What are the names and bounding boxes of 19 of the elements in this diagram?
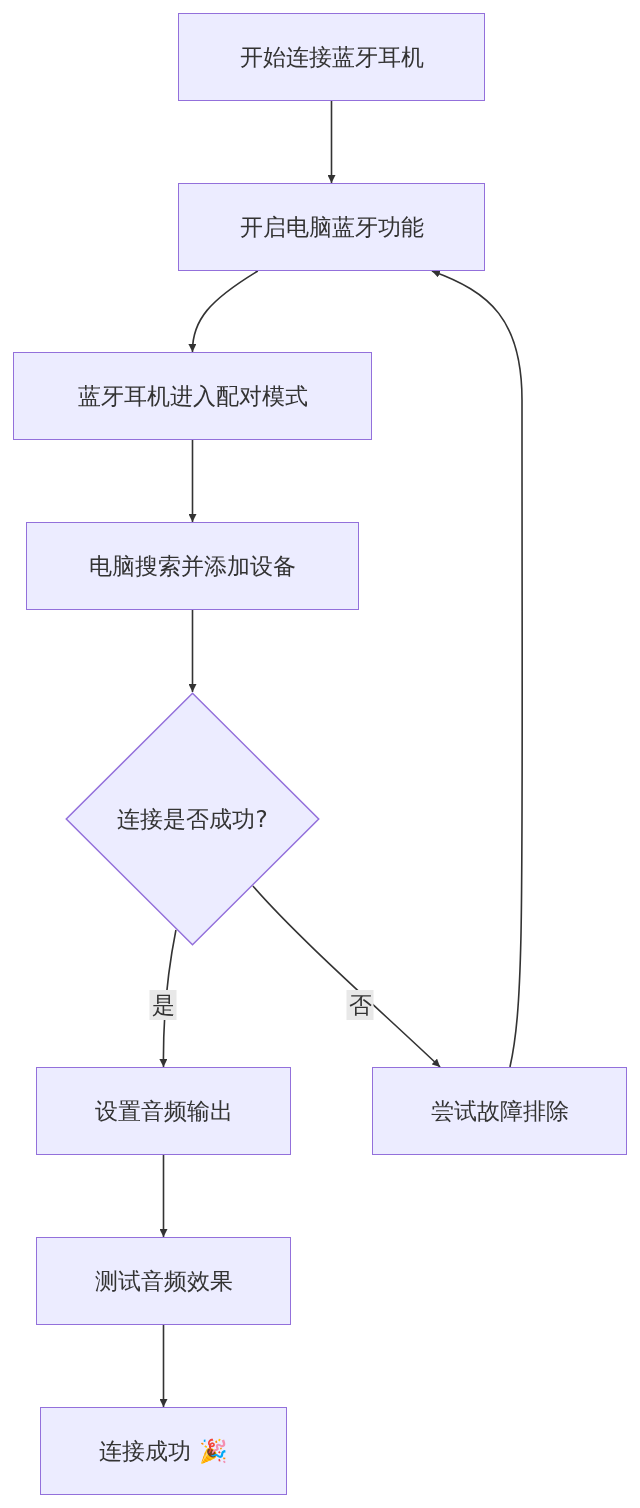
edge-label: 是 — [149, 990, 177, 1020]
arrow — [252, 885, 441, 1068]
process-box: 连接成功 🎉 — [40, 1407, 287, 1495]
process-box: 尝试故障排除 — [372, 1067, 627, 1155]
process-box: 蓝牙耳机进入配对模式 — [13, 352, 372, 440]
arrow — [188, 439, 197, 523]
process-box: 设置音频输出 — [36, 1067, 291, 1155]
process-box: 测试音频效果 — [36, 1237, 291, 1325]
process-box: 电脑搜索并添加设备 — [26, 522, 359, 610]
arrow — [188, 270, 259, 353]
arrow — [188, 609, 197, 693]
decision-diamond: 连接是否成功? — [65, 692, 320, 946]
process-box: 开启电脑蓝牙功能 — [178, 183, 485, 271]
edge-label: 否 — [346, 990, 374, 1020]
arrow — [159, 1324, 168, 1408]
arrow — [431, 270, 524, 1068]
arrow — [327, 100, 336, 184]
arrow — [159, 1154, 168, 1238]
process-box: 开始连接蓝牙耳机 — [178, 13, 485, 101]
